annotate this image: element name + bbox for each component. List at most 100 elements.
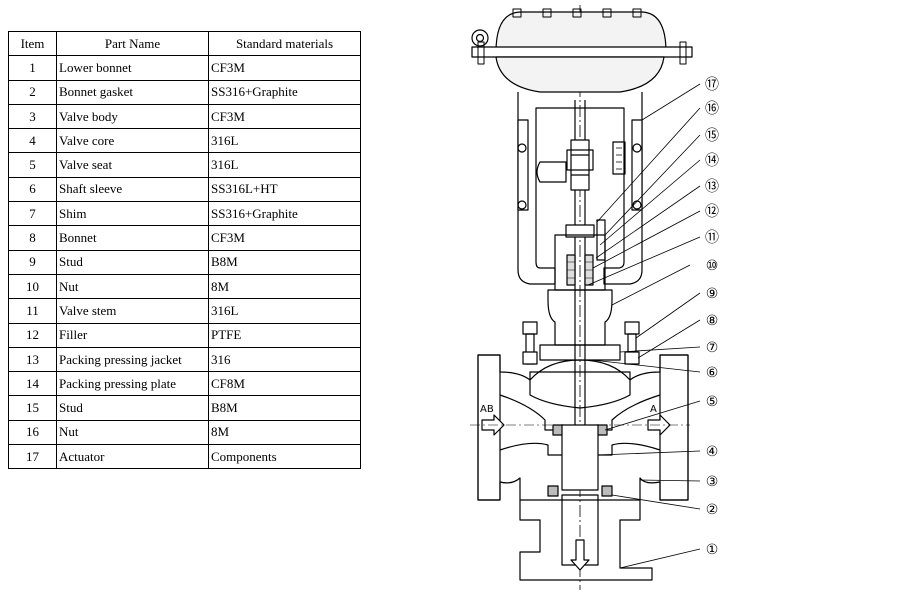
callout-number: ②: [706, 502, 719, 518]
flow-arrows: AB A: [470, 404, 690, 436]
cell-part-name: Nut: [56, 273, 209, 300]
bonnet-studs: [522, 321, 640, 365]
header-item: Item: [8, 30, 57, 57]
lower-bonnet: [519, 485, 653, 581]
callout-number: ⑫: [705, 204, 719, 220]
cell-material: 8M: [208, 419, 361, 446]
cell-item: 17: [8, 444, 57, 470]
cell-item: 1: [8, 55, 57, 81]
cell-part-name: Bonnet: [56, 225, 209, 251]
cell-part-name: Stud: [56, 249, 209, 275]
cell-item: 14: [8, 371, 57, 397]
cell-part-name: Filler: [56, 322, 209, 348]
cell-material: SS316+Graphite: [208, 201, 361, 227]
cell-item: 8: [8, 225, 57, 251]
cell-material: CF8M: [208, 371, 361, 397]
valve-seat: [552, 424, 608, 491]
callout-number: ⑦: [706, 340, 719, 356]
leader-lines: [587, 83, 701, 569]
bonnet: [539, 219, 621, 361]
callout-number: ⑧: [706, 313, 719, 329]
cell-item: 4: [8, 128, 57, 154]
cell-material: B8M: [208, 395, 361, 421]
header-material: Standard materials: [208, 30, 361, 57]
cell-item: 2: [8, 79, 57, 105]
callout-number: ⑯: [705, 101, 719, 117]
valve-body: [477, 354, 689, 501]
callout-number: ⑬: [705, 179, 719, 195]
cell-part-name: Valve core: [56, 128, 209, 154]
header-part-name: Part Name: [56, 30, 209, 57]
cell-item: 13: [8, 346, 57, 373]
cell-material: PTFE: [208, 322, 361, 348]
cell-material: 316L: [208, 298, 361, 324]
cell-material: SS316+Graphite: [208, 79, 361, 105]
cell-part-name: Lower bonnet: [56, 55, 209, 81]
cell-material: CF3M: [208, 55, 361, 81]
table-header-row: Item Part Name Standard materials: [8, 30, 361, 57]
cell-item: 3: [8, 103, 57, 130]
cell-part-name: Valve body: [56, 103, 209, 130]
cell-part-name: Nut: [56, 419, 209, 446]
cell-part-name: Stud: [56, 395, 209, 421]
callout-number: ⑤: [706, 394, 719, 410]
cell-part-name: Packing pressing jacket: [56, 346, 209, 373]
cell-material: B8M: [208, 249, 361, 275]
cell-material: SS316L+HT: [208, 176, 361, 203]
cell-item: 9: [8, 249, 57, 275]
callout-number: ⑨: [706, 286, 719, 302]
cell-item: 11: [8, 298, 57, 324]
cell-item: 16: [8, 419, 57, 446]
cell-material: 316L: [208, 152, 361, 178]
callout-number: ⑥: [706, 365, 719, 381]
actuator: [471, 8, 693, 93]
cell-part-name: Packing pressing plate: [56, 371, 209, 397]
outlet-flow-label: A: [650, 404, 657, 415]
cell-part-name: Actuator: [56, 444, 209, 470]
callout-number: ③: [706, 474, 719, 490]
callout-number: ⑭: [705, 153, 719, 169]
cell-item: 7: [8, 201, 57, 227]
cell-item: 6: [8, 176, 57, 203]
cell-material: CF3M: [208, 103, 361, 130]
callout-number: ⑮: [705, 128, 719, 144]
cell-part-name: Shaft sleeve: [56, 176, 209, 203]
yoke: [517, 92, 643, 285]
callout-number: ①: [706, 542, 719, 558]
cell-part-name: Shim: [56, 201, 209, 227]
cell-material: CF3M: [208, 225, 361, 251]
callout-number: ⑩: [706, 258, 719, 274]
callout-number: ⑰: [705, 77, 719, 93]
cell-material: 316: [208, 346, 361, 373]
cell-item: 15: [8, 395, 57, 421]
cell-part-name: Bonnet gasket: [56, 79, 209, 105]
cell-material: Components: [208, 444, 361, 470]
cell-part-name: Valve stem: [56, 298, 209, 324]
cell-part-name: Valve seat: [56, 152, 209, 178]
callout-number: ⑪: [705, 230, 719, 246]
cell-item: 5: [8, 152, 57, 178]
cell-item: 12: [8, 322, 57, 348]
inlet-flow-label: AB: [480, 404, 494, 415]
